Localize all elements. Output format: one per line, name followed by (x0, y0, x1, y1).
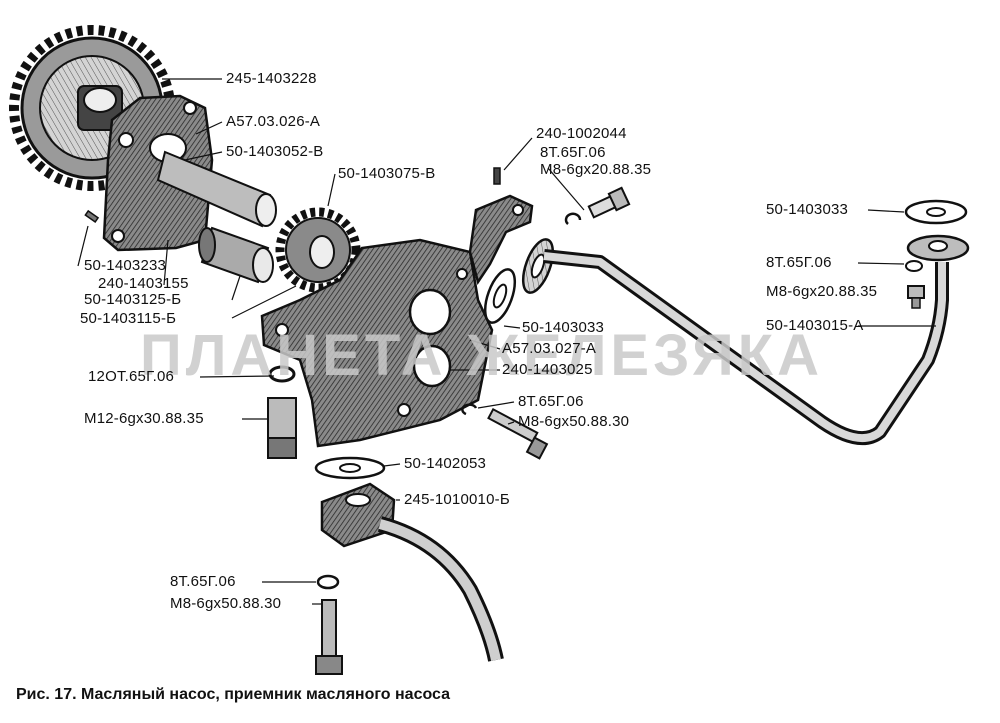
pump-cover (102, 94, 214, 252)
outlet-gaskets (483, 238, 555, 324)
label-50-1403075-v: 50-1403075-В (338, 165, 436, 182)
label-8t-65g-06-mid: 8Т.65Г.06 (518, 393, 584, 410)
label-240-1002044: 240-1002044 (536, 125, 627, 142)
label-50-1403033-right: 50-1403033 (766, 201, 849, 218)
label-50-1403233: 50-1403233 (84, 257, 167, 274)
label-m8-6gx20-top: М8-6gx20.88.35 (540, 161, 652, 178)
oil-pipe (543, 234, 970, 445)
label-240-1403155: 240-1403155 (98, 275, 189, 292)
label-50-1403125-b: 50-1403125-Б (84, 291, 182, 308)
drive-gear (9, 25, 175, 191)
pin (84, 209, 100, 223)
label-m8-6gx50-mid: М8-6gx50.88.30 (518, 413, 630, 430)
label-240-1403025: 240-1403025 (502, 361, 593, 378)
label-m12-6gx30: М12-6gx30.88.35 (84, 410, 204, 427)
left-bolt (267, 365, 297, 459)
label-8t-65g-06-top: 8Т.65Г.06 (540, 144, 606, 161)
pump-shaft (156, 150, 277, 228)
pipe-gasket (904, 199, 968, 225)
intake-gasket (314, 456, 386, 480)
label-50-1403015-a: 50-1403015-А (766, 317, 864, 334)
label-50-1402053: 50-1402053 (404, 455, 487, 472)
middle-bolt (461, 403, 549, 460)
right-bolt (905, 260, 925, 309)
label-50-1403115-b: 50-1403115-Б (80, 310, 177, 327)
label-m8-6gx20-right: М8-6gx20.88.35 (766, 283, 878, 300)
dowel-pin (493, 167, 501, 185)
label-245-1010010-b: 245-1010010-Б (404, 491, 510, 508)
label-12ot-65g-06: 12ОТ.65Г.06 (88, 368, 175, 385)
figure-caption: Рис. 17. Масляный насос, приемник маслян… (16, 686, 451, 703)
label-50-1403052-v: 50-1403052-В (226, 143, 324, 160)
leader-lines (77, 78, 936, 605)
watermark: ПЛАНЕТА ЖЕЛЕЗЯКА (140, 323, 823, 388)
label-a57-03-027-a: А57.03.027-А (502, 340, 597, 357)
pump-gear (275, 207, 361, 293)
mounting-bracket (468, 194, 534, 285)
label-m8-6gx50-bottom: М8-6gx50.88.30 (170, 595, 282, 612)
upper-bolt (564, 186, 631, 225)
driven-gear-axle (198, 226, 274, 284)
label-8t-65g-06-bottom: 8Т.65Г.06 (170, 573, 236, 590)
intake-pipe (320, 482, 504, 662)
label-a57-03-026-a: А57.03.026-А (226, 113, 321, 130)
label-8t-65g-06-right: 8Т.65Г.06 (766, 254, 832, 271)
label-245-1403228: 245-1403228 (226, 70, 317, 87)
pump-housing (260, 238, 494, 448)
label-50-1403033-center: 50-1403033 (522, 319, 605, 336)
bottom-bolt (315, 574, 343, 675)
